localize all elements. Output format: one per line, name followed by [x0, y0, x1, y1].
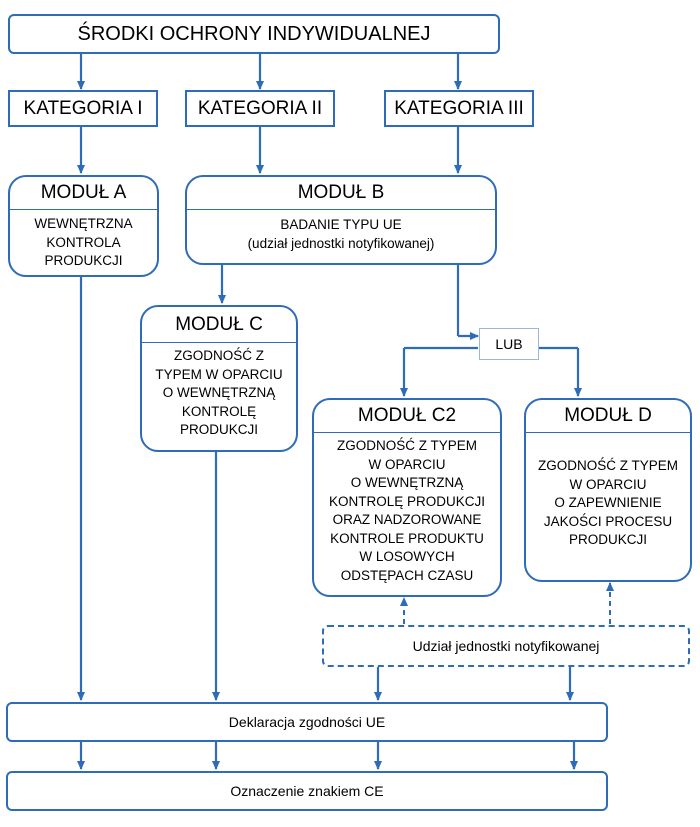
or-node: LUB	[479, 328, 539, 360]
module-d-line: ZGODNOŚĆ Z TYPEM	[537, 458, 678, 473]
module-c-title: MODUŁ C	[142, 307, 296, 343]
module-d-line: O ZAPEWNIENIE	[554, 495, 662, 510]
module-c2-line: O WEWNĘTRZNĄ	[350, 475, 464, 490]
module-c2: MODUŁ C2 ZGODNOŚĆ Z TYPEM W OPARCIU O WE…	[312, 398, 502, 597]
module-d-line: W OPARCIU	[569, 476, 647, 492]
module-b-line: (udział jednostki notyfikowanej)	[247, 235, 435, 251]
module-c2-line: ODSTĘPACH CZASU	[340, 567, 474, 583]
module-c2-line: KONTROLĘ PRODUKCJI	[328, 493, 486, 509]
module-b-line: BADANIE TYPU UE	[280, 217, 402, 232]
module-d-body: ZGODNOŚĆ Z TYPEM W OPARCIU O ZAPEWNIENIE…	[526, 433, 690, 550]
module-c2-line: ZGODNOŚĆ Z TYPEM	[336, 438, 477, 453]
module-d-line: PRODUKCJI	[568, 532, 647, 547]
notified-body-label: Udział jednostki notyfikowanej	[412, 638, 600, 654]
module-c: MODUŁ C ZGODNOŚĆ Z TYPEM W OPARCIU O WEW…	[140, 305, 298, 452]
module-d-line: JAKOŚCI PROCESU	[543, 513, 673, 529]
module-c2-line: W OPARCIU	[368, 456, 446, 472]
declaration-node: Deklaracja zgodności UE	[6, 702, 608, 742]
declaration-label: Deklaracja zgodności UE	[228, 714, 386, 730]
category-3-label: KATEGORIA III	[394, 97, 524, 119]
module-d: MODUŁ D ZGODNOŚĆ Z TYPEM W OPARCIU O ZAP…	[524, 398, 692, 582]
category-1: KATEGORIA I	[8, 90, 158, 127]
top-node-label: ŚRODKI OCHRONY INDYWIDUALNEJ	[77, 22, 431, 45]
module-a-line: WEWNĘTRZNA	[34, 216, 133, 231]
module-a: MODUŁ A WEWNĘTRZNA KONTROLA PRODUKCJI	[8, 175, 159, 277]
module-c2-line: KONTROLE PRODUKTU	[330, 530, 484, 546]
module-c2-line: ORAZ NADZOROWANE	[332, 512, 482, 527]
module-c-line: PRODUKCJI	[179, 422, 258, 437]
module-c2-title: MODUŁ C2	[314, 400, 500, 433]
module-a-body: WEWNĘTRZNA KONTROLA PRODUKCJI	[10, 210, 157, 271]
module-a-title: MODUŁ A	[10, 177, 157, 210]
top-node: ŚRODKI OCHRONY INDYWIDUALNEJ	[8, 14, 500, 54]
module-d-title: MODUŁ D	[526, 400, 690, 433]
module-c2-body: ZGODNOŚĆ Z TYPEM W OPARCIU O WEWNĘTRZNĄ …	[314, 433, 500, 585]
category-3: KATEGORIA III	[384, 90, 534, 127]
ce-marking-label: Oznaczenie znakiem CE	[230, 783, 384, 799]
module-c-line: O WEWNĘTRZNĄ	[162, 385, 276, 400]
module-b-body: BADANIE TYPU UE (udział jednostki notyfi…	[187, 210, 495, 253]
module-c-line: KONTROLĘ	[181, 403, 257, 419]
category-2: KATEGORIA II	[185, 90, 335, 127]
or-label: LUB	[495, 336, 523, 352]
module-c-line: TYPEM W OPARCIU	[155, 366, 283, 382]
module-a-line: KONTROLA	[46, 234, 121, 250]
module-b-title: MODUŁ B	[187, 177, 495, 210]
module-c-line: ZGODNOŚĆ Z	[174, 348, 264, 363]
ce-marking-node: Oznaczenie znakiem CE	[6, 771, 608, 811]
module-b: MODUŁ B BADANIE TYPU UE (udział jednostk…	[185, 175, 497, 265]
module-c-body: ZGODNOŚĆ Z TYPEM W OPARCIU O WEWNĘTRZNĄ …	[142, 343, 296, 440]
category-2-label: KATEGORIA II	[197, 97, 323, 119]
category-1-label: KATEGORIA I	[23, 97, 143, 119]
notified-body-box: Udział jednostki notyfikowanej	[322, 625, 690, 667]
module-c2-line: W LOSOWYCH	[359, 549, 455, 564]
module-a-line: PRODUKCJI	[44, 253, 123, 268]
